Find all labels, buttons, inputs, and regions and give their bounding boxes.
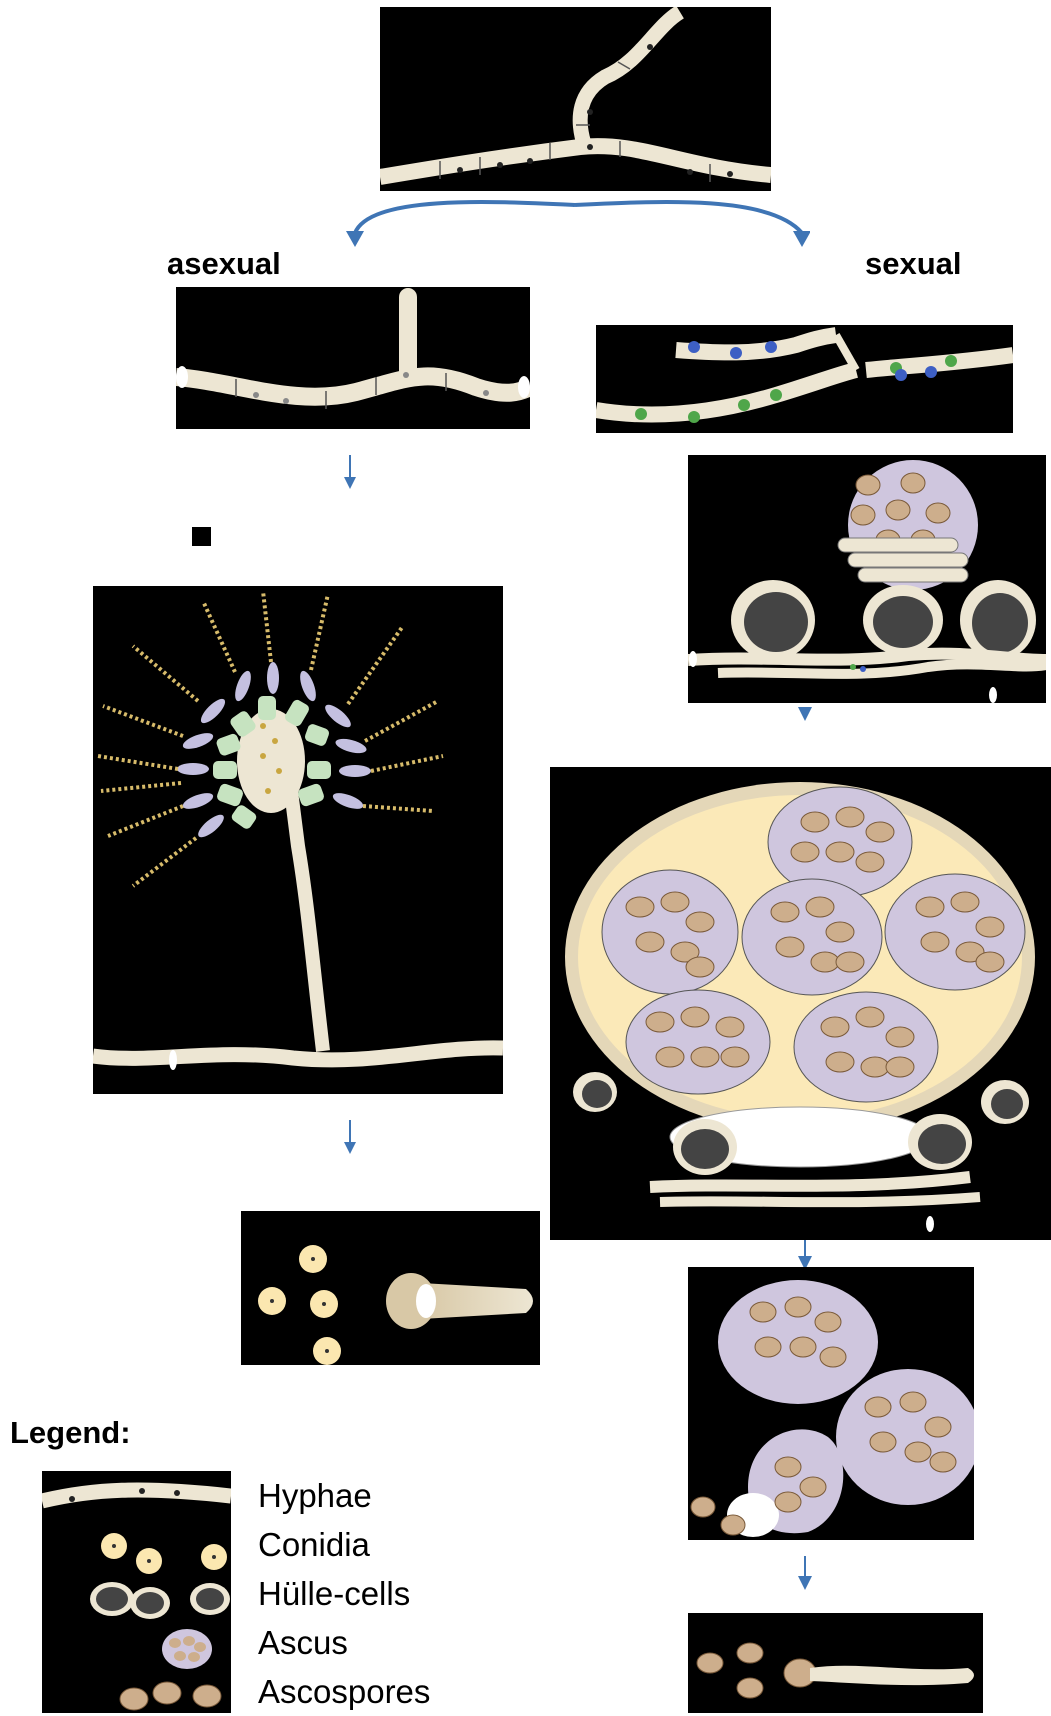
legend-item-ascospores: Ascospores xyxy=(258,1667,430,1716)
panel-released-asci xyxy=(688,1267,974,1540)
arrow-asexual-2 xyxy=(340,1120,360,1156)
legend-hulle-swatch xyxy=(90,1582,230,1619)
arrow-asexual-1 xyxy=(340,455,360,491)
arrow-sexual-3 xyxy=(795,1556,815,1592)
panel-vegetative-hyphae xyxy=(380,7,771,191)
cleistothecium-illustration xyxy=(550,767,1051,1240)
released-asci-illustration xyxy=(688,1267,974,1540)
legend-ascospores-swatch xyxy=(120,1682,221,1710)
legend-item-conidia: Conidia xyxy=(258,1520,430,1569)
mating-hyphae-illustration xyxy=(596,325,1013,433)
legend-hyphae-swatch xyxy=(42,1488,231,1502)
vegetative-hyphae-illustration xyxy=(380,7,771,191)
legend-ascus-swatch xyxy=(162,1629,212,1669)
panel-mating-hyphae xyxy=(596,325,1013,433)
panel-asexual-hypha xyxy=(176,287,530,429)
ascospore-germination-illustration xyxy=(688,1613,983,1713)
primordium-illustration xyxy=(688,455,1046,703)
panel-conidiophore xyxy=(93,586,503,1094)
legend-conidia-swatch xyxy=(101,1533,227,1574)
panel-primordium xyxy=(688,455,1046,703)
panel-ascospore-germination xyxy=(688,1613,983,1713)
conidiophore-illustration xyxy=(93,586,503,1094)
asexual-hypha-illustration xyxy=(176,287,530,429)
conidia-germination-illustration xyxy=(241,1211,540,1365)
black-square-marker xyxy=(192,527,211,546)
legend-item-ascus: Ascus xyxy=(258,1618,430,1667)
asexual-label: asexual xyxy=(167,246,281,282)
arrow-sexual-1 xyxy=(795,703,815,725)
panel-conidia-germination xyxy=(241,1211,540,1365)
legend-swatches xyxy=(42,1471,231,1713)
legend-title: Legend: xyxy=(10,1415,131,1451)
branch-arrows xyxy=(330,193,810,253)
legend-swatch-illustration xyxy=(42,1471,231,1713)
panel-cleistothecium xyxy=(550,767,1051,1240)
sexual-label: sexual xyxy=(865,246,962,282)
legend-item-hyphae: Hyphae xyxy=(258,1471,430,1520)
legend-list: Hyphae Conidia Hülle-cells Ascus Ascospo… xyxy=(258,1471,430,1716)
legend-item-hulle-cells: Hülle-cells xyxy=(258,1569,430,1618)
